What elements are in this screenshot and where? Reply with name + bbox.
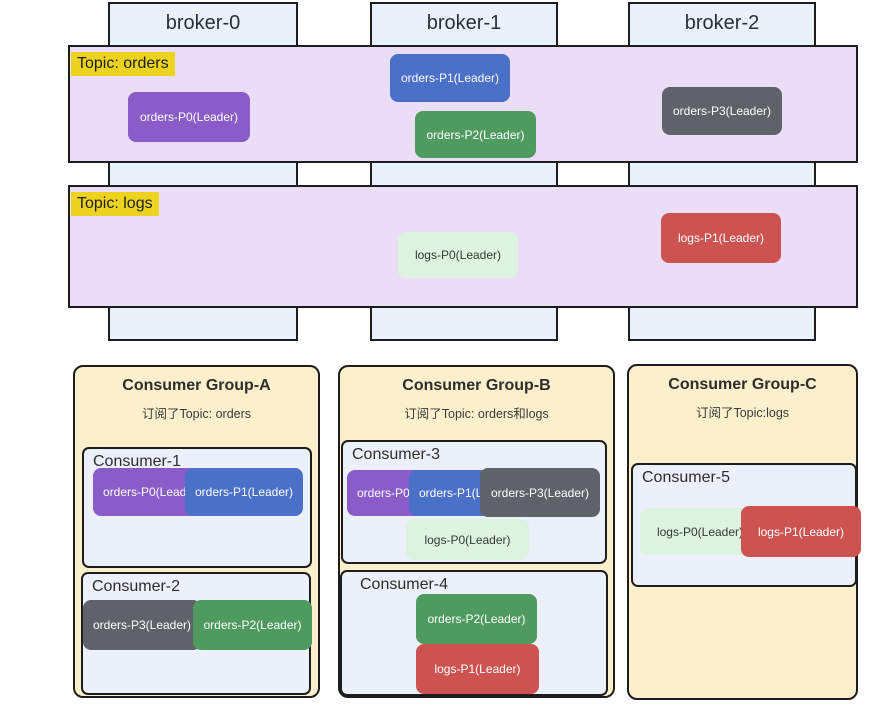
consumer-1-title: Consumer-1 — [93, 453, 182, 470]
broker-0-label: broker-0 — [165, 12, 241, 34]
consumer-2-partition-orders-p2: orders-P2(Leader) — [193, 600, 312, 650]
consumer-group-b-subtitle: 订阅了Topic: orders和logs — [404, 407, 549, 421]
consumer-5-partition-logs-p0: logs-P0(Leader) — [640, 508, 760, 555]
partition-logs-p1: logs-P1(Leader) — [661, 213, 781, 263]
consumer-group-a-title: Consumer Group-A — [122, 377, 271, 394]
consumer-group-a-subtitle: 订阅了Topic: orders — [141, 407, 252, 421]
consumer-2-partition-orders-p3: orders-P3(Leader) — [83, 600, 201, 650]
consumer-3-partition-logs-p0: logs-P0(Leader) — [406, 519, 529, 560]
topic-logs-label: Topic: logs — [71, 192, 159, 216]
partition-orders-p0: orders-P0(Leader) — [128, 92, 250, 142]
consumer-group-c-title: Consumer Group-C — [668, 376, 817, 393]
topic-orders-label: Topic: orders — [71, 52, 175, 76]
consumer-4-partition-logs-p1: logs-P1(Leader) — [416, 644, 539, 694]
partition-orders-p2: orders-P2(Leader) — [415, 111, 536, 158]
consumer-3-title: Consumer-3 — [352, 446, 441, 463]
consumer-5-partition-logs-p1: logs-P1(Leader) — [741, 506, 861, 557]
partition-orders-p3: orders-P3(Leader) — [662, 87, 782, 135]
consumer-1-box: Consumer-1 orders-P0(Leader) orders-P1(L… — [82, 447, 312, 568]
consumer-5-title: Consumer-5 — [642, 469, 731, 486]
consumer-2-box: Consumer-2 orders-P3(Leader) orders-P2(L… — [81, 572, 312, 695]
consumer-2-title: Consumer-2 — [92, 578, 181, 595]
broker-2-label: broker-2 — [684, 12, 760, 34]
consumer-4-title: Consumer-4 — [360, 576, 449, 593]
broker-1-label: broker-1 — [426, 12, 502, 34]
consumer-4-partition-orders-p2: orders-P2(Leader) — [416, 594, 537, 644]
consumer-3-partition-orders-p3: orders-P3(Leader) — [480, 468, 600, 517]
consumer-1-partition-orders-p1: orders-P1(Leader) — [185, 468, 303, 516]
consumer-5-box: Consumer-5 logs-P0(Leader) logs-P1(Leade… — [631, 463, 861, 587]
partition-logs-p0: logs-P0(Leader) — [398, 232, 518, 278]
consumer-3-box: Consumer-3 orders-P0(Leader) orders-P1(L… — [341, 440, 607, 564]
consumer-group-c-subtitle: 订阅了Topic:logs — [695, 406, 790, 420]
consumer-4-box: Consumer-4 orders-P2(Leader) logs-P1(Lea… — [340, 570, 608, 696]
partition-orders-p1: orders-P1(Leader) — [390, 54, 510, 102]
consumer-group-b-title: Consumer Group-B — [402, 377, 551, 394]
